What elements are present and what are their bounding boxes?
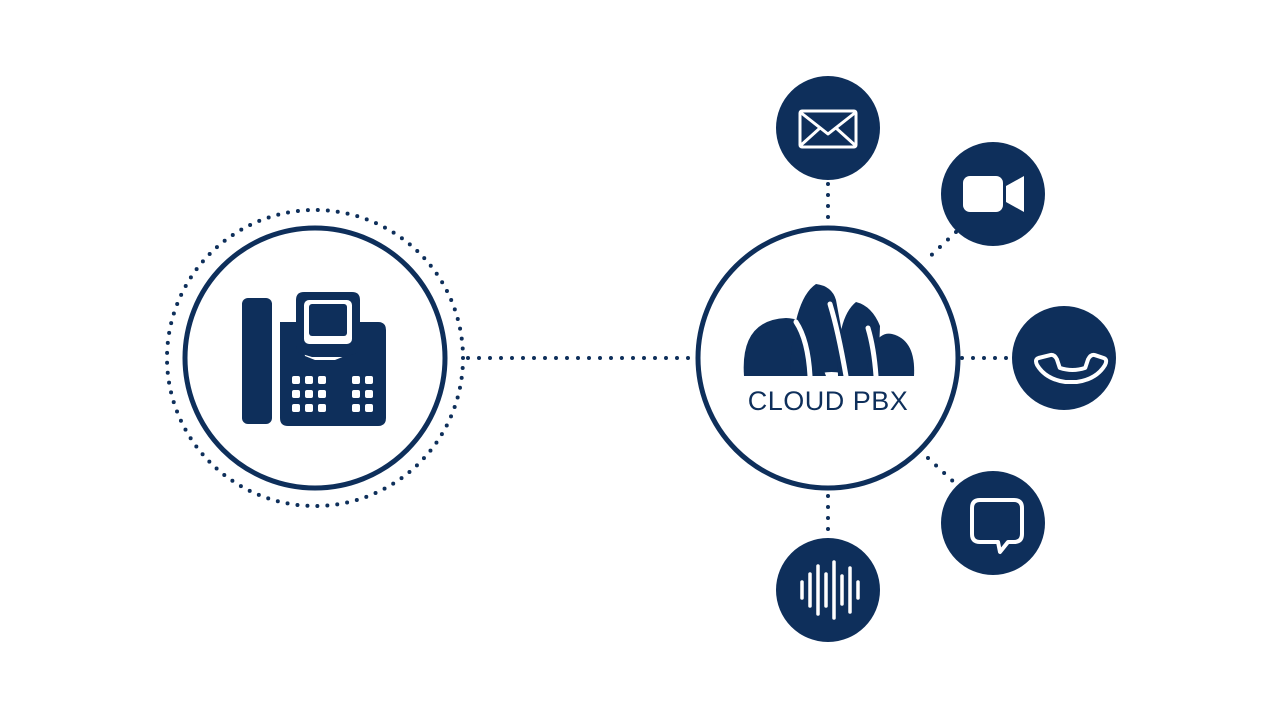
phone-handset-icon xyxy=(1034,352,1109,385)
sound-wave-icon xyxy=(800,560,860,620)
device-dotted-ring xyxy=(165,208,465,508)
device-ring xyxy=(182,225,448,491)
email-node xyxy=(776,76,880,180)
chat-bubble-icon xyxy=(970,498,1024,554)
audio-node xyxy=(776,538,880,642)
cloud-icon xyxy=(743,284,915,379)
connectors xyxy=(466,182,1010,538)
video-node xyxy=(941,142,1045,246)
voice-node xyxy=(1012,306,1116,410)
video-camera-icon xyxy=(963,176,1024,212)
envelope-icon xyxy=(798,109,858,149)
cloud-pbx-hub: CLOUD PBX xyxy=(695,225,961,491)
hub-label: CLOUD PBX xyxy=(748,386,909,416)
desk-phone-icon xyxy=(242,292,386,426)
connector-hub-video xyxy=(922,230,958,264)
connector-hub-chat xyxy=(926,456,958,486)
chat-node xyxy=(941,471,1045,575)
desk-phone-node xyxy=(165,208,465,508)
